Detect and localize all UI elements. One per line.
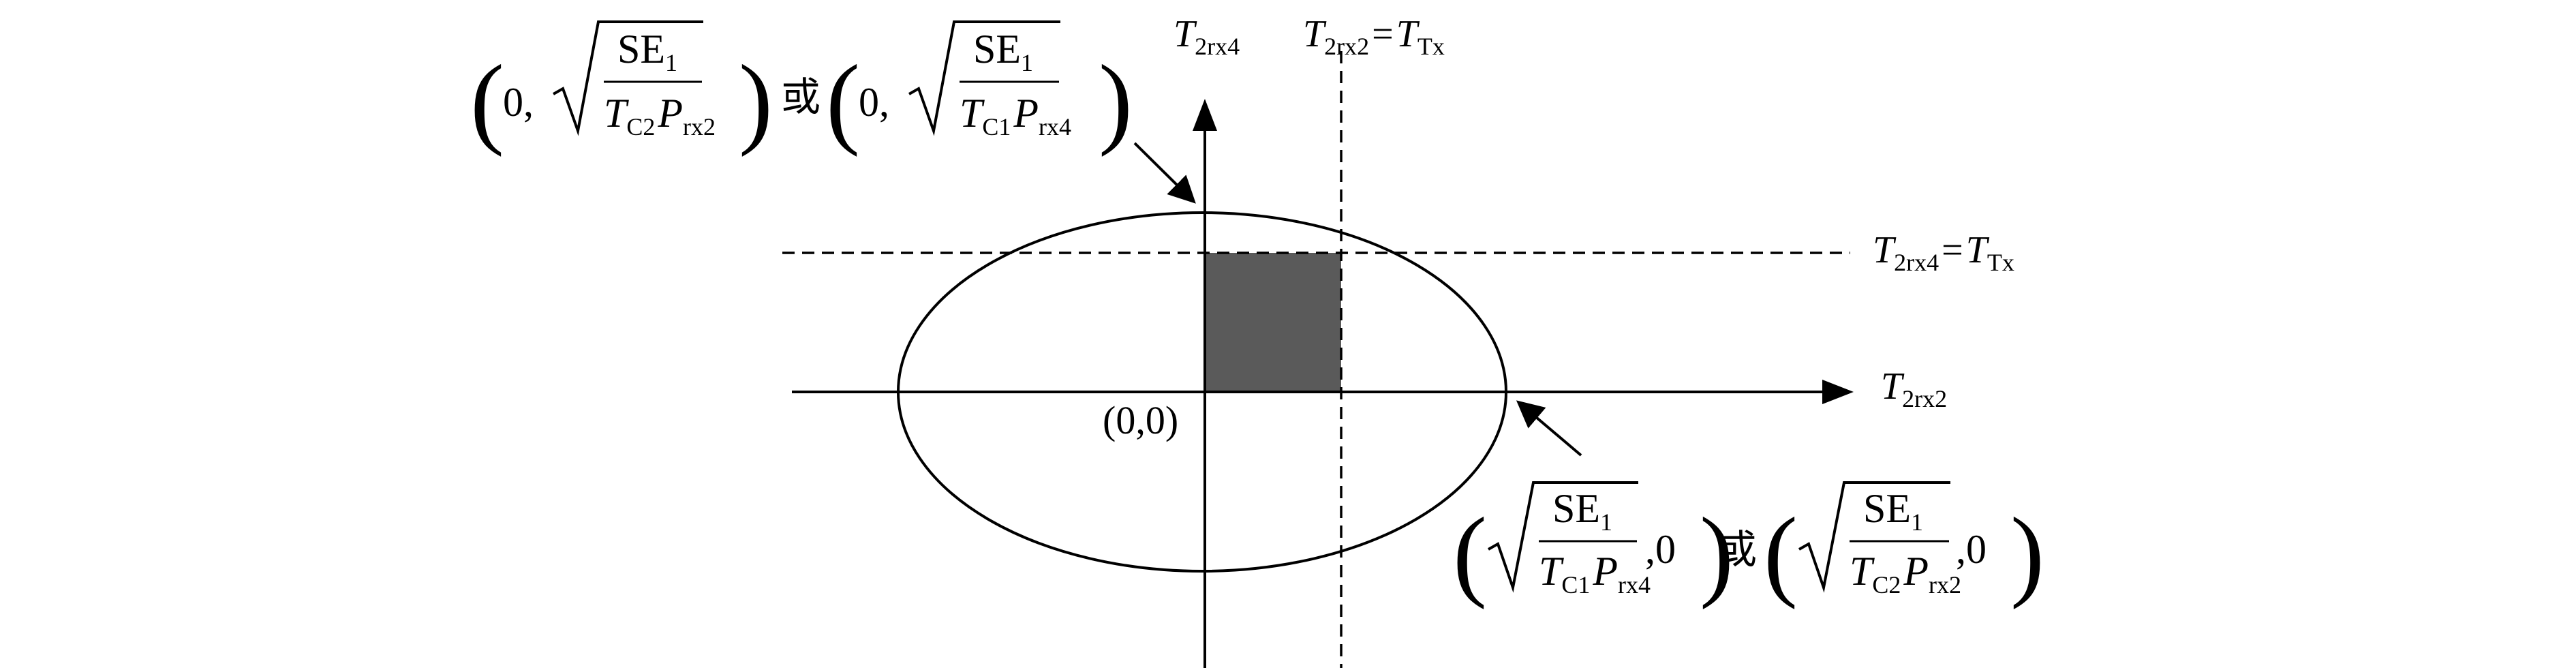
y-axis-arrowhead (1193, 99, 1217, 131)
svg-text:SE1: SE1 (1863, 486, 1923, 536)
right-point-label: ( SE1 TC1Prx4 ,0 ) 或 ( SE1 TC2Prx2 ,0 ) (1453, 481, 2044, 610)
svg-text:): ) (1099, 44, 1133, 157)
svg-text:(: ( (1764, 497, 1798, 610)
svg-text:0,: 0, (503, 80, 534, 125)
svg-text:(: ( (826, 44, 860, 157)
svg-text:): ) (2010, 497, 2044, 610)
svg-text:SE1: SE1 (973, 27, 1033, 76)
svg-text:TC1Prx4: TC1Prx4 (960, 91, 1071, 140)
horizontal-threshold-label: T2rx4=TTx (1873, 229, 2014, 276)
svg-text:TC1Prx4: TC1Prx4 (1539, 549, 1651, 598)
y-axis-label: T2rx4 (1174, 13, 1240, 60)
svg-text:SE1: SE1 (617, 27, 677, 76)
svg-text:(: ( (1453, 497, 1487, 610)
svg-text:): ) (1700, 497, 1734, 610)
svg-text:,0: ,0 (1956, 527, 1987, 572)
feasible-region (1205, 253, 1341, 392)
svg-text:或: 或 (1717, 528, 1757, 572)
svg-text:TC2Prx2: TC2Prx2 (604, 91, 716, 140)
svg-text:,0: ,0 (1645, 527, 1676, 572)
right-point-arrow (1516, 400, 1582, 457)
top-point-arrow (1133, 142, 1196, 204)
origin-label: (0,0) (1103, 398, 1178, 442)
svg-text:): ) (739, 44, 773, 157)
svg-text:TC2Prx2: TC2Prx2 (1850, 549, 1961, 598)
svg-text:(: ( (470, 44, 504, 157)
vertical-threshold-label: T2rx2=TTx (1303, 13, 1445, 60)
svg-text:0,: 0, (859, 80, 889, 125)
svg-text:或: 或 (781, 75, 821, 119)
svg-text:SE1: SE1 (1552, 486, 1612, 536)
x-axis-arrowhead (1822, 380, 1854, 404)
top-point-label: ( 0, SE1 TC2Prx2 ) 或 ( 0, SE1 TC1Prx4 ) (470, 20, 1133, 157)
x-axis-label: T2rx2 (1881, 365, 1947, 412)
